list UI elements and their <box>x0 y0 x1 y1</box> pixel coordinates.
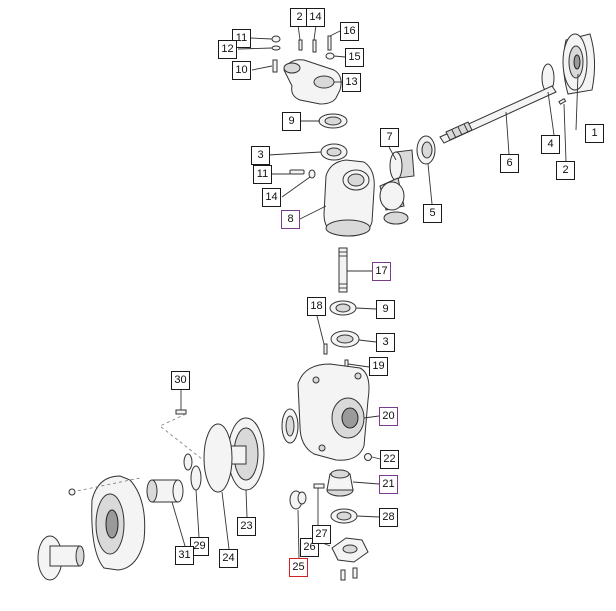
callout-15[interactable]: 15 <box>345 48 364 67</box>
callout-2-right[interactable]: 2 <box>556 161 575 180</box>
callout-9-lower[interactable]: 9 <box>376 300 395 319</box>
washer-part-12[interactable] <box>271 45 281 51</box>
seal-part-9-lower[interactable] <box>329 300 357 316</box>
spacer-part-29[interactable] <box>190 465 202 491</box>
seal-part-9-upper[interactable] <box>318 113 348 129</box>
callout-25[interactable]: 25 <box>289 558 308 577</box>
callout-13[interactable]: 13 <box>342 73 361 92</box>
o-ring-part-15[interactable] <box>325 52 335 60</box>
callout-9-upper[interactable]: 9 <box>282 112 301 131</box>
gear-housing-part-8[interactable] <box>323 159 375 237</box>
callout-7[interactable]: 7 <box>380 128 399 147</box>
callout-5[interactable]: 5 <box>423 204 442 223</box>
callout-24[interactable]: 24 <box>219 549 238 568</box>
thrust-washer-part-25[interactable] <box>289 490 307 510</box>
axle-housing-part-1[interactable] <box>562 33 596 95</box>
bearing-part-31[interactable] <box>146 453 193 503</box>
screw-part-16[interactable] <box>327 35 332 51</box>
bearing-part-3-upper[interactable] <box>320 143 348 161</box>
lower-gearcase-part-20[interactable] <box>297 363 370 461</box>
callout-1[interactable]: 1 <box>585 124 604 143</box>
plug-part-22[interactable] <box>364 453 372 461</box>
callout-29[interactable]: 29 <box>190 537 209 556</box>
callout-22[interactable]: 22 <box>380 450 399 469</box>
flange-shaft-left[interactable] <box>37 535 85 581</box>
callout-3-upper[interactable]: 3 <box>251 146 270 165</box>
lever-bracket-part-13[interactable] <box>283 59 342 105</box>
callout-10[interactable]: 10 <box>232 61 251 80</box>
bolts-under-26[interactable] <box>340 567 358 581</box>
callout-14-top[interactable]: 14 <box>306 8 325 27</box>
callout-20[interactable]: 20 <box>379 407 398 426</box>
callout-14-mid[interactable]: 14 <box>262 188 281 207</box>
callout-27[interactable]: 27 <box>312 525 331 544</box>
callout-28[interactable]: 28 <box>379 508 398 527</box>
bolt-part-11-mid[interactable] <box>289 169 305 175</box>
callout-30[interactable]: 30 <box>171 371 190 390</box>
spring-pin-part-14-top[interactable] <box>312 39 317 53</box>
bearing-part-5[interactable] <box>416 135 436 165</box>
drive-shaft-part-6[interactable] <box>439 85 557 144</box>
pin-part-2-right[interactable] <box>558 97 567 105</box>
callout-16[interactable]: 16 <box>340 22 359 41</box>
callout-19[interactable]: 19 <box>369 357 388 376</box>
o-ring-part-24[interactable] <box>203 423 233 493</box>
callout-18[interactable]: 18 <box>307 297 326 316</box>
callout-6[interactable]: 6 <box>500 154 519 173</box>
callout-12[interactable]: 12 <box>218 40 237 59</box>
bearing-part-3-lower[interactable] <box>330 330 360 348</box>
spring-pin-part-14-mid[interactable] <box>308 169 316 179</box>
bevel-gear-part-7[interactable] <box>379 149 415 225</box>
vertical-shaft-part-17[interactable] <box>338 247 348 293</box>
seal-ring-left-of-20[interactable] <box>281 408 299 444</box>
bolt-near-part-27[interactable] <box>313 483 325 489</box>
cover-plate-part-26[interactable] <box>331 537 369 563</box>
callout-3-lower[interactable]: 3 <box>376 333 395 352</box>
screw-part-10[interactable] <box>272 59 278 73</box>
end-housing-left[interactable] <box>91 475 146 571</box>
callout-21[interactable]: 21 <box>379 475 398 494</box>
callout-31[interactable]: 31 <box>175 546 194 565</box>
callout-17[interactable]: 17 <box>372 262 391 281</box>
pin-part-2-top[interactable] <box>298 39 303 51</box>
callout-23[interactable]: 23 <box>237 517 256 536</box>
callout-11-mid[interactable]: 11 <box>253 165 272 184</box>
leader-lines <box>171 24 579 559</box>
pinion-gear-part-21[interactable] <box>326 469 354 497</box>
bolt-part-30[interactable] <box>175 409 187 415</box>
bearing-part-28[interactable] <box>330 508 358 524</box>
pin-part-18[interactable] <box>323 343 328 355</box>
callout-4[interactable]: 4 <box>541 135 560 154</box>
dashed-bolt-guides <box>68 477 141 496</box>
callout-8[interactable]: 8 <box>281 210 300 229</box>
bolt-part-11-top[interactable] <box>271 35 281 43</box>
